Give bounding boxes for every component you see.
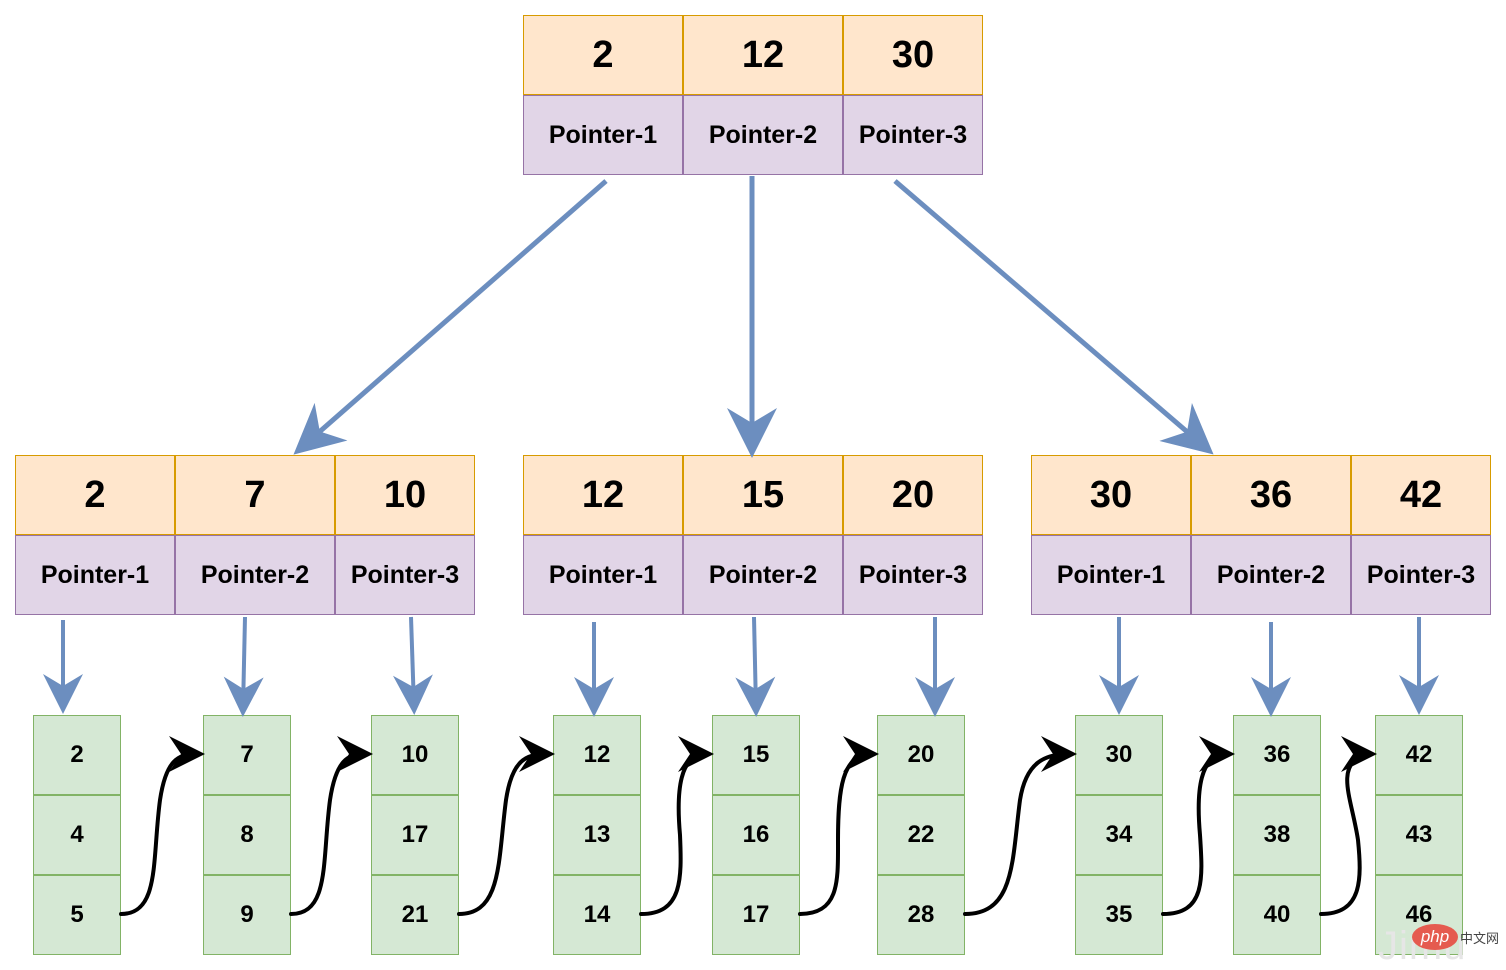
- leaf-1-value-3: 5: [33, 875, 121, 955]
- internal-node-3-pointer-1: Pointer-1: [1031, 535, 1191, 615]
- leaf-3-value-2: 17: [371, 795, 459, 875]
- leaf-4-value-3: 14: [553, 875, 641, 955]
- leaf-7-value-2: 34: [1075, 795, 1163, 875]
- internal-node-1: 2 7 10 Pointer-1 Pointer-2 Pointer-3: [15, 455, 475, 615]
- tree-arrow-root-to-internal-3: [893, 179, 1214, 455]
- leaf-4-value-2: 13: [553, 795, 641, 875]
- internal-node-3-pointer-3: Pointer-3: [1351, 535, 1491, 615]
- leaf-link-6-to-7: [963, 736, 1077, 916]
- internal-node-2-pointer-3: Pointer-3: [843, 535, 983, 615]
- root-pointer-2: Pointer-2: [683, 95, 843, 175]
- internal-node-2-pointer-1: Pointer-1: [523, 535, 683, 615]
- leaf-node-7: 30 34 35: [1075, 715, 1163, 955]
- leaf-1-value-1: 2: [33, 715, 121, 795]
- root-pointer-1: Pointer-1: [523, 95, 683, 175]
- leaf-node-4: 12 13 14: [553, 715, 641, 955]
- internal-node-3-key-2: 36: [1191, 455, 1351, 535]
- internal-node-1-pointer-2: Pointer-2: [175, 535, 335, 615]
- leaf-2-value-1: 7: [203, 715, 291, 795]
- internal-node-2-pointer-2: Pointer-2: [683, 535, 843, 615]
- internal-node-3-pointer-2: Pointer-2: [1191, 535, 1351, 615]
- leaf-8-value-1: 36: [1233, 715, 1321, 795]
- leaf-link-4-to-5: [639, 736, 714, 916]
- leaf-node-1: 2 4 5: [33, 715, 121, 955]
- leaf-link-5-to-6: [798, 736, 879, 916]
- leaf-node-5: 15 16 17: [712, 715, 800, 955]
- internal-node-1-key-1: 2: [15, 455, 175, 535]
- internal-node-1-key-3: 10: [335, 455, 475, 535]
- internal-node-3: 30 36 42 Pointer-1 Pointer-2 Pointer-3: [1031, 455, 1491, 615]
- leaf-3-value-1: 10: [371, 715, 459, 795]
- root-key-2: 12: [683, 15, 843, 95]
- leaf-5-value-1: 15: [712, 715, 800, 795]
- leaf-8-value-3: 40: [1233, 875, 1321, 955]
- root-pointer-3: Pointer-3: [843, 95, 983, 175]
- leaf-link-1-to-2: [119, 736, 205, 916]
- leaf-node-6: 20 22 28: [877, 715, 965, 955]
- internal-node-2-key-1: 12: [523, 455, 683, 535]
- root-key-3: 30: [843, 15, 983, 95]
- root-key-1: 2: [523, 15, 683, 95]
- leaf-9-value-2: 43: [1375, 795, 1463, 875]
- leaf-pointer-arrow-5: [735, 616, 776, 717]
- php-logo: php: [1412, 924, 1458, 950]
- internal-node-3-key-1: 30: [1031, 455, 1191, 535]
- leaf-5-value-3: 17: [712, 875, 800, 955]
- leaf-link-2-to-3: [289, 736, 373, 916]
- leaf-5-value-2: 16: [712, 795, 800, 875]
- leaf-link-7-to-8: [1161, 736, 1235, 916]
- root-node: 2 12 30 Pointer-1 Pointer-2 Pointer-3: [523, 15, 983, 175]
- leaf-2-value-2: 8: [203, 795, 291, 875]
- leaf-8-value-2: 38: [1233, 795, 1321, 875]
- leaf-6-value-3: 28: [877, 875, 965, 955]
- internal-node-3-key-3: 42: [1351, 455, 1491, 535]
- leaf-node-3: 10 17 21: [371, 715, 459, 955]
- leaf-6-value-2: 22: [877, 795, 965, 875]
- leaf-4-value-1: 12: [553, 715, 641, 795]
- leaf-link-3-to-4: [457, 736, 555, 916]
- tree-arrow-root-to-internal-1: [293, 179, 608, 455]
- leaf-pointer-arrow-3: [392, 616, 433, 715]
- watermark: Jimu php 中文网: [1378, 918, 1503, 968]
- leaf-3-value-3: 21: [371, 875, 459, 955]
- leaf-pointer-arrow-2: [223, 616, 264, 717]
- internal-node-2-key-2: 15: [683, 455, 843, 535]
- leaf-9-value-1: 42: [1375, 715, 1463, 795]
- leaf-link-8-to-9: [1319, 736, 1377, 916]
- internal-node-2: 12 15 20 Pointer-1 Pointer-2 Pointer-3: [523, 455, 983, 615]
- leaf-7-value-3: 35: [1075, 875, 1163, 955]
- watermark-site-text: 中文网: [1460, 932, 1500, 947]
- internal-node-1-pointer-1: Pointer-1: [15, 535, 175, 615]
- leaf-2-value-3: 9: [203, 875, 291, 955]
- internal-node-1-pointer-3: Pointer-3: [335, 535, 475, 615]
- internal-node-2-key-3: 20: [843, 455, 983, 535]
- leaf-7-value-1: 30: [1075, 715, 1163, 795]
- leaf-node-2: 7 8 9: [203, 715, 291, 955]
- leaf-1-value-2: 4: [33, 795, 121, 875]
- leaf-6-value-1: 20: [877, 715, 965, 795]
- internal-node-1-key-2: 7: [175, 455, 335, 535]
- leaf-node-8: 36 38 40: [1233, 715, 1321, 955]
